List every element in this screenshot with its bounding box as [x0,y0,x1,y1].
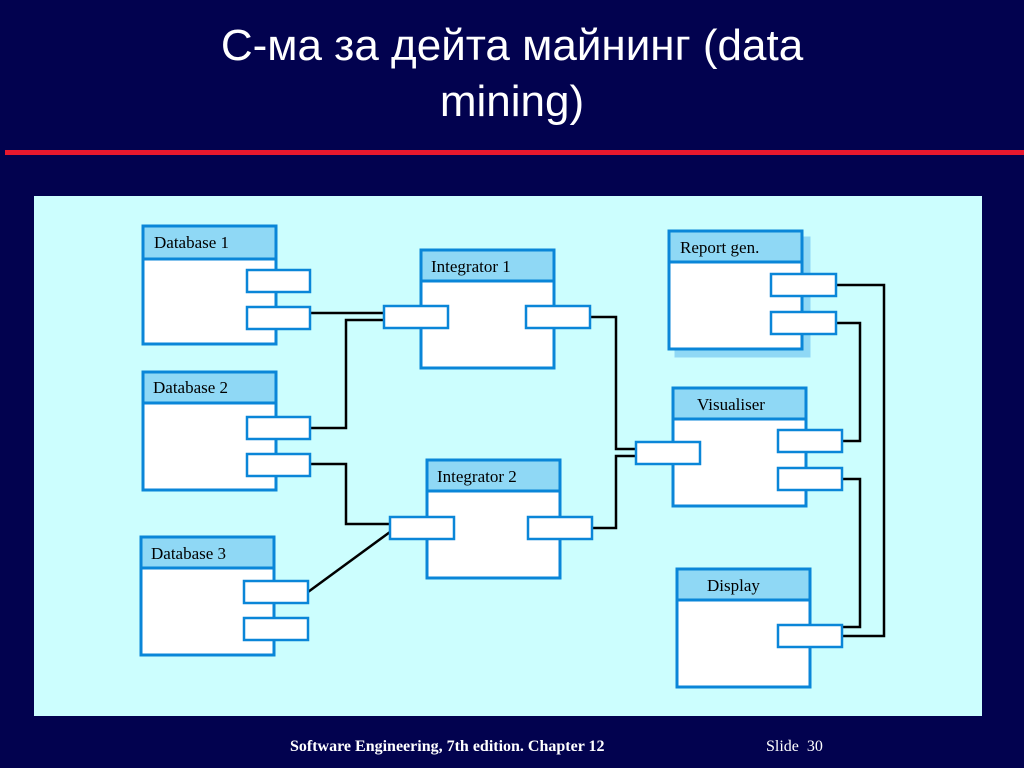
connector-lines [307,283,886,638]
title-line-2: mining) [439,77,585,126]
report-gen-port-a [769,272,838,298]
component-report-gen: Report gen. [667,229,838,358]
visualiser-port-in [634,440,702,466]
connector-vis-display [842,477,862,629]
visualiser-label: Visualiser [697,395,765,414]
database-2-port-a [245,415,312,441]
visualiser-port-b [776,466,844,492]
connector-int1-vis [590,315,636,451]
integrator-1-port-out [524,304,592,330]
slide-title: С-ма за дейта майнинг (data mining) [0,18,1024,130]
component-integrator-2: Integrator 2 [388,458,594,580]
integrator-2-port-in [388,515,456,541]
database-1-port-b [245,305,312,331]
title-divider [5,150,1024,155]
component-integrator-1: Integrator 1 [382,248,592,370]
slide-label: Slide [766,738,799,755]
connector-report-display [836,283,886,638]
database-1-port-a [245,268,312,294]
integrator-1-port-in [382,304,450,330]
report-gen-label: Report gen. [680,238,759,257]
connector-db2-int1 [310,318,384,430]
component-display: Display [675,567,844,689]
database-1-label: Database 1 [154,233,229,252]
report-gen-port-b [769,310,838,336]
visualiser-port-a [776,428,844,454]
slide-number: 30 [806,738,823,755]
footer-slide-number: Slide 30 [766,738,823,756]
database-2-label: Database 2 [153,378,228,397]
component-database-1: Database 1 [141,224,312,346]
database-3-port-b [242,616,310,642]
connector-db3-int2 [307,530,391,594]
connector-db2-int2 [310,462,390,526]
integrator-2-label: Integrator 2 [437,467,517,486]
display-label: Display [707,576,760,595]
footer-course: Software Engineering, 7th edition. Chapt… [290,738,605,755]
display-port-in [776,623,844,649]
database-3-label: Database 3 [151,544,226,563]
connector-vis-report-a [836,321,862,443]
component-database-2: Database 2 [141,370,312,492]
integrator-1-label: Integrator 1 [431,257,511,276]
title-line-1: С-ма за дейта майнинг (data [220,21,804,70]
database-2-port-b [245,452,312,478]
component-visualiser: Visualiser [634,386,844,508]
integrator-2-port-out [526,515,594,541]
component-database-3: Database 3 [139,535,310,657]
connector-int2-vis [592,454,636,530]
database-3-port-a [242,579,310,605]
